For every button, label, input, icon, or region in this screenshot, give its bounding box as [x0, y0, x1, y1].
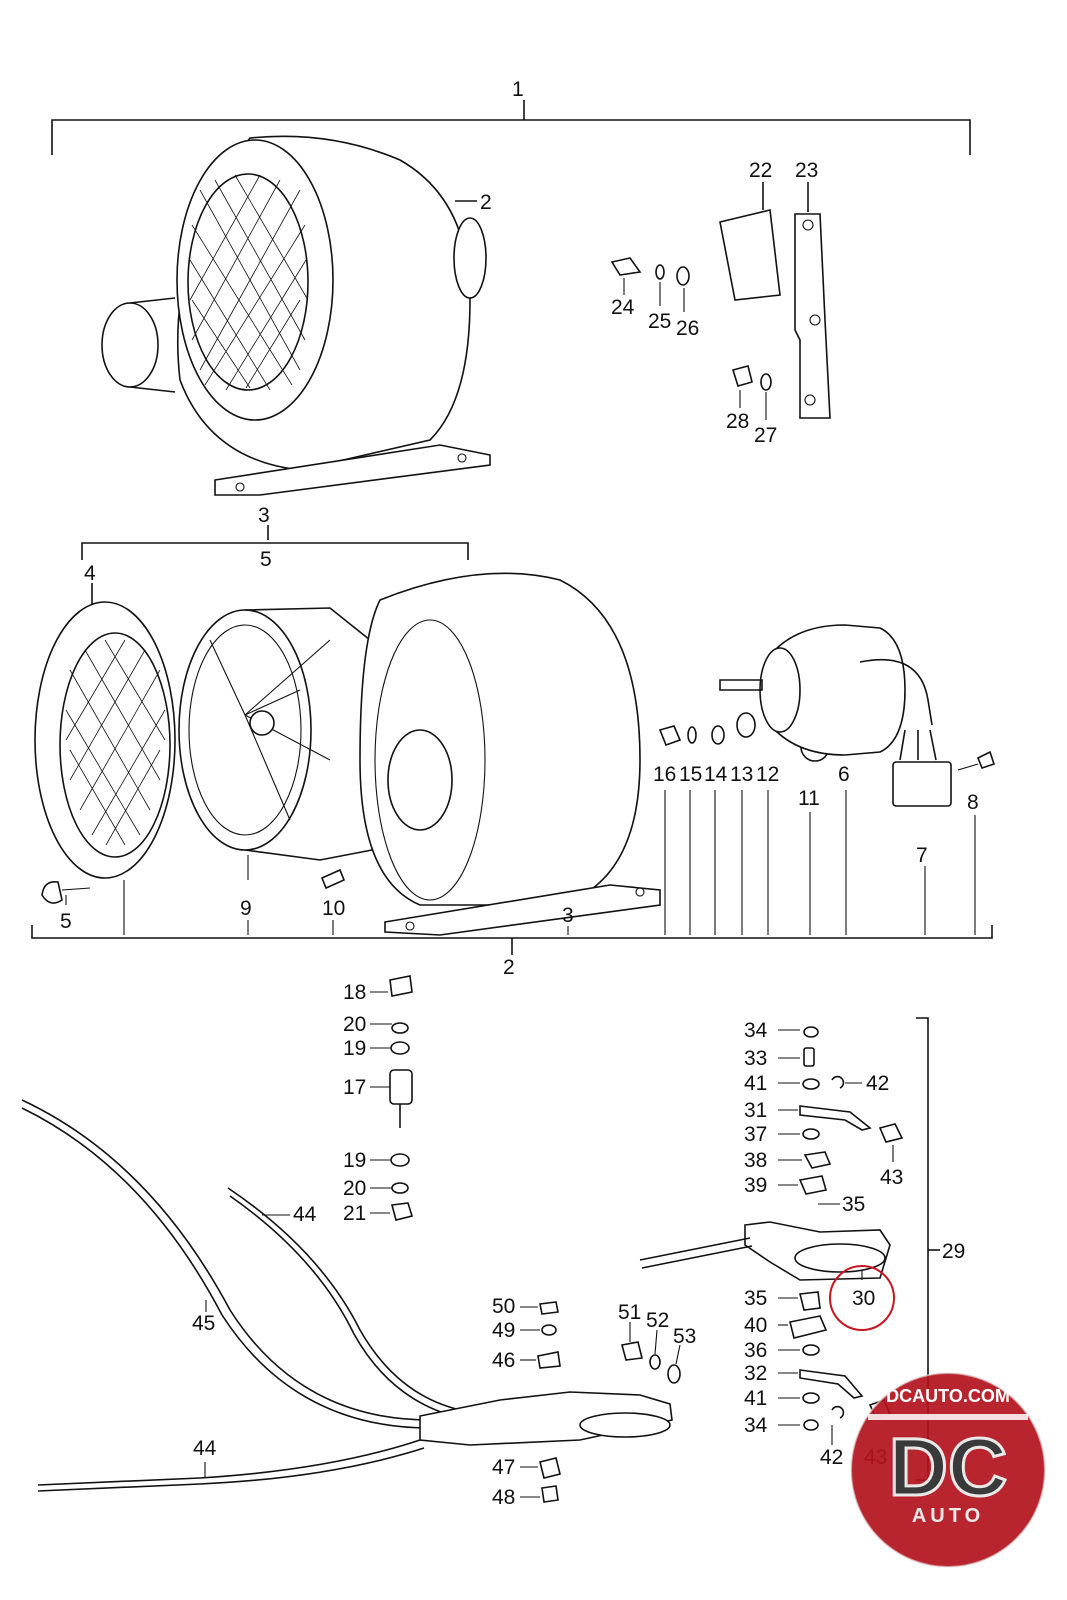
callout-47: 47 — [492, 1456, 515, 1479]
callout-48: 48 — [492, 1486, 515, 1509]
callout-42: 42 — [866, 1072, 889, 1095]
callout-18: 18 — [343, 981, 366, 1004]
callout-7: 7 — [916, 844, 928, 867]
callout-2b: 2 — [503, 956, 515, 979]
callout-53: 53 — [673, 1325, 696, 1348]
callout-38: 38 — [744, 1149, 767, 1172]
callout-10: 10 — [322, 897, 345, 920]
callout-13: 13 — [730, 763, 753, 786]
dcauto-logo-icon: DCAUTO.COM DC AUTO — [850, 1372, 1046, 1568]
callout-35: 35 — [842, 1193, 865, 1216]
callout-34b: 34 — [744, 1414, 768, 1437]
logo-word-text: AUTO — [912, 1505, 984, 1527]
callout-39: 39 — [744, 1174, 767, 1197]
mount-hardware-illustration — [370, 975, 414, 1221]
callout-45: 45 — [192, 1312, 215, 1335]
callout-42b: 42 — [820, 1446, 843, 1469]
callout-36: 36 — [744, 1339, 767, 1362]
callout-49: 49 — [492, 1319, 515, 1342]
callout-20: 20 — [343, 1013, 366, 1036]
callout-16: 16 — [653, 763, 676, 786]
callout-15: 15 — [679, 763, 702, 786]
callout-41: 41 — [744, 1072, 767, 1095]
callout-52: 52 — [646, 1309, 669, 1332]
callout-4: 4 — [84, 562, 96, 585]
callout-8: 8 — [967, 791, 979, 814]
callout-44b: 44 — [193, 1437, 217, 1460]
callout-20b: 20 — [343, 1177, 366, 1200]
callout-22: 22 — [749, 159, 772, 182]
callout-26: 26 — [676, 317, 699, 340]
resistor-parts-illustration — [610, 182, 831, 420]
callout-3: 3 — [258, 504, 270, 527]
callout-21: 21 — [343, 1202, 366, 1225]
callout-43: 43 — [880, 1166, 903, 1189]
callout-24: 24 — [611, 296, 635, 319]
callout-5: 5 — [260, 548, 272, 571]
blower-exploded-illustration — [31, 525, 996, 955]
linkage-assembly-illustration — [21, 1017, 940, 1503]
blower-assembly-illustration — [51, 100, 971, 496]
logo-initials-text: DC — [889, 1422, 1007, 1513]
callout-35b: 35 — [744, 1287, 767, 1310]
callout-19: 19 — [343, 1037, 366, 1060]
callout-50: 50 — [492, 1295, 515, 1318]
callout-19b: 19 — [343, 1149, 366, 1172]
callout-30: 30 — [852, 1287, 875, 1310]
callout-37: 37 — [744, 1123, 767, 1146]
callout-31: 31 — [744, 1099, 767, 1122]
callout-2: 2 — [480, 191, 492, 214]
callout-9: 9 — [240, 897, 252, 920]
callout-40: 40 — [744, 1314, 767, 1337]
callout-29: 29 — [942, 1240, 965, 1263]
callout-11: 11 — [798, 787, 820, 810]
callout-5b: 5 — [60, 910, 72, 933]
callout-25: 25 — [648, 310, 671, 333]
callout-27: 27 — [754, 424, 777, 447]
callout-23: 23 — [795, 159, 818, 182]
highlight-circle — [829, 1265, 895, 1331]
callout-32: 32 — [744, 1362, 767, 1385]
callout-labels: 1 2 3 4 5 5 6 7 8 9 10 11 12 13 14 15 16… — [60, 78, 979, 1509]
callout-28: 28 — [726, 410, 749, 433]
callout-12: 12 — [756, 763, 779, 786]
callout-6: 6 — [838, 763, 850, 786]
callout-1: 1 — [512, 78, 524, 101]
callout-34: 34 — [744, 1019, 768, 1042]
callout-41b: 41 — [744, 1387, 767, 1410]
callout-14: 14 — [704, 763, 728, 786]
callout-44: 44 — [293, 1203, 317, 1226]
callout-51: 51 — [618, 1301, 641, 1324]
callout-17: 17 — [343, 1076, 366, 1099]
callout-33: 33 — [744, 1047, 767, 1070]
callout-46: 46 — [492, 1349, 515, 1372]
logo-site-text: DCAUTO.COM — [886, 1386, 1010, 1406]
callout-3b: 3 — [562, 904, 574, 927]
